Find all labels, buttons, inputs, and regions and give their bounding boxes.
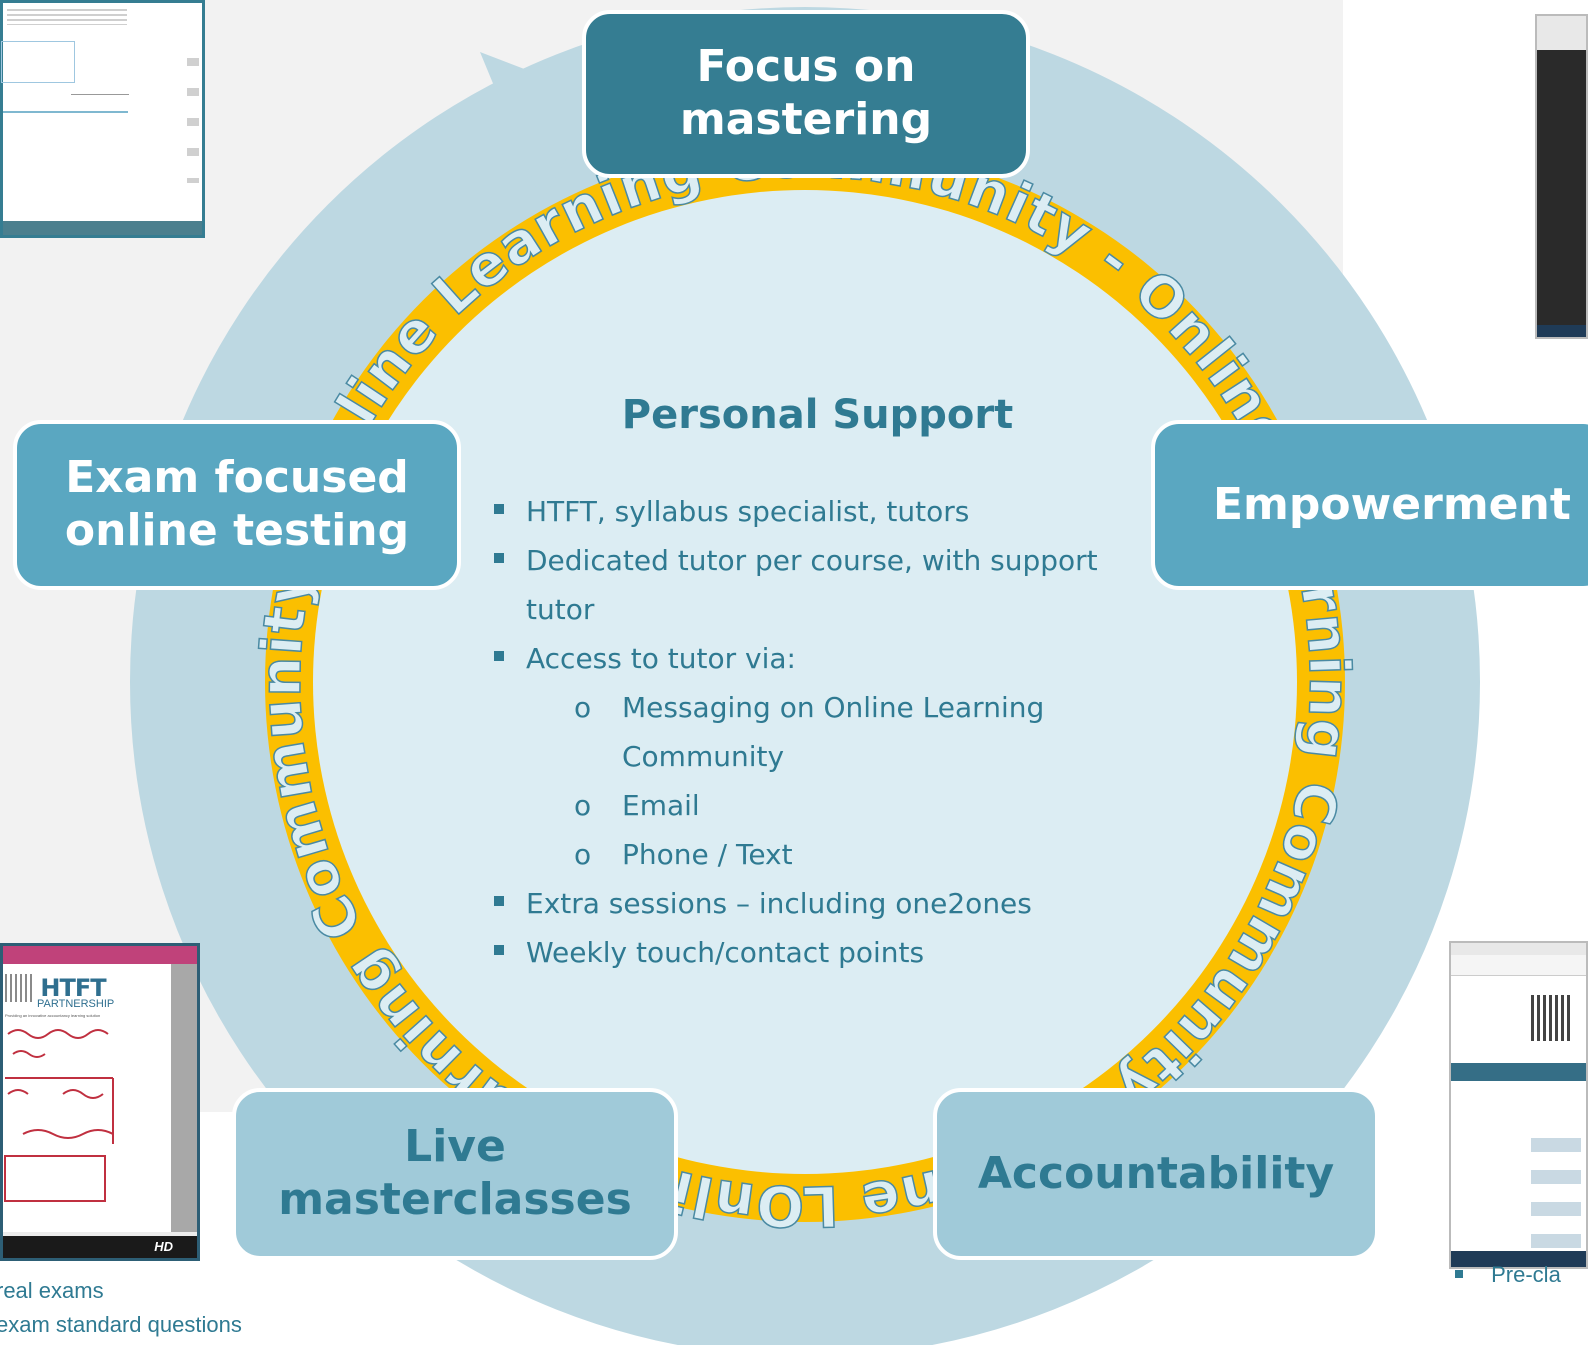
caption-bottom-left-1: real exams	[0, 1278, 104, 1304]
thumbnail-textarea	[1, 41, 75, 83]
thumbnail-header	[1537, 16, 1586, 50]
list-item: Dedicated tutor per course, with support…	[492, 536, 1112, 634]
thumbnail-taskbar	[3, 221, 202, 235]
box-label: Focus on mastering	[679, 41, 933, 145]
cycle-arrow-head	[480, 52, 600, 202]
box-label: Exam focused online testing	[64, 452, 410, 556]
screenshot-thumbnail-top-left	[0, 0, 205, 238]
video-titlebar	[3, 946, 197, 964]
thumbnail-nav	[71, 94, 129, 101]
bullet-icon	[1455, 1270, 1463, 1278]
thumbnail-divider	[3, 111, 128, 113]
box-label: Accountability	[977, 1147, 1335, 1199]
handwriting-sketch	[4, 1029, 114, 1202]
thumbnail-taskbar	[1537, 325, 1586, 337]
browser-toolbar	[1451, 955, 1586, 976]
sub-list-item: Messaging on Online Learning Community	[492, 683, 1112, 781]
screenshot-thumbnail-bottom-right	[1449, 941, 1588, 1269]
site-nav-bar	[1451, 1063, 1586, 1081]
site-list	[1531, 1138, 1581, 1248]
caption-bottom-right: Pre-cla	[1455, 1262, 1561, 1288]
browser-tabs	[1451, 943, 1586, 955]
video-thumbnail-bottom-left: HTFT PARTNERSHIP Providing an innovative…	[0, 943, 200, 1261]
caption-bottom-left-2: exam standard questions	[0, 1312, 242, 1338]
logo-text: HTFT	[40, 974, 106, 1002]
thumbnail-side-icons	[187, 58, 199, 183]
hd-icon: HD	[154, 1239, 173, 1254]
video-page: HTFT PARTNERSHIP Providing an innovative…	[3, 964, 171, 1232]
thumbnail-text-lines	[7, 9, 127, 25]
personal-support-list: HTFT, syllabus specialist, tutors Dedica…	[492, 487, 1112, 977]
caption-text: exam standard questions	[0, 1312, 242, 1337]
site-logo-icon	[1531, 995, 1571, 1041]
list-item: Weekly touch/contact points	[492, 928, 1112, 977]
sub-list-item: Phone / Text	[492, 830, 1112, 879]
box-accountability: Accountability	[933, 1088, 1379, 1260]
box-focus-on-mastering: Focus on mastering	[582, 10, 1030, 178]
box-exam-focused-online-testing: Exam focused online testing	[13, 420, 461, 590]
video-sidebar	[171, 964, 197, 1232]
list-item: Extra sessions – including one2ones	[492, 879, 1112, 928]
logo-bars-icon	[5, 974, 33, 1002]
video-controls: HD	[3, 1236, 197, 1258]
screenshot-thumbnail-top-right	[1535, 14, 1588, 339]
logo-tagline: Providing an innovative accountancy lear…	[5, 1013, 101, 1018]
box-live-masterclasses: Live masterclasses	[232, 1088, 678, 1260]
box-label: Live masterclasses	[278, 1121, 632, 1225]
thumbnail-taskbar	[1451, 1251, 1586, 1267]
list-item: Access to tutor via:	[492, 634, 1112, 683]
list-item: HTFT, syllabus specialist, tutors	[492, 487, 1112, 536]
box-empowerment: Empowerment	[1151, 420, 1588, 590]
caption-text: Pre-cla	[1491, 1262, 1561, 1287]
logo-subtext: PARTNERSHIP	[37, 998, 115, 1010]
caption-text: real exams	[0, 1278, 104, 1303]
personal-support-title: Personal Support	[621, 392, 1014, 438]
htft-logo: HTFT	[5, 974, 107, 1002]
sub-list-item: Email	[492, 781, 1112, 830]
center-disk	[313, 190, 1297, 1174]
box-label: Empowerment	[1213, 478, 1571, 530]
